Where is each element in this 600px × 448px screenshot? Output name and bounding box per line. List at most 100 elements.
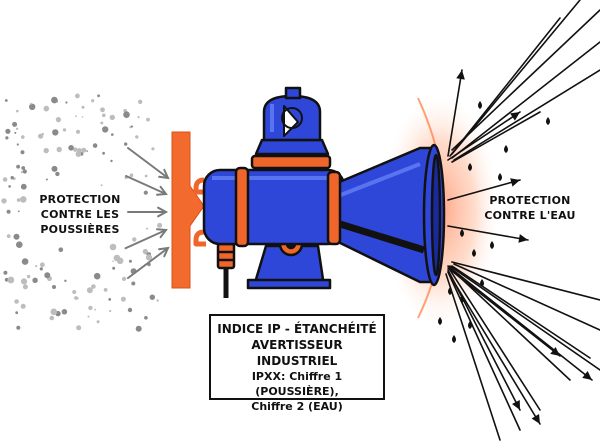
dust-particle: [86, 150, 88, 152]
dust-particle: [35, 265, 38, 268]
dust-particle: [102, 126, 109, 133]
dust-particle: [75, 93, 80, 99]
dust-particle: [68, 145, 74, 151]
horn-icon: [193, 86, 446, 298]
water-drop: [460, 295, 464, 303]
dust-particle: [16, 198, 21, 202]
water-jets: [445, 0, 600, 441]
dust-particle: [29, 103, 36, 111]
dust-arrows: [125, 147, 170, 279]
dust-particle: [20, 183, 27, 190]
dust-particle: [20, 196, 27, 203]
dust-particle: [65, 101, 68, 104]
dust-particle: [91, 284, 96, 289]
water-drop: [448, 287, 452, 295]
dust-particle: [76, 297, 79, 300]
info-line-3: IPXX: Chiffre 1 (POUSSIÈRE),: [251, 370, 343, 398]
water-arrow: [447, 111, 521, 161]
dust-particle: [21, 166, 26, 170]
dust-arrow-head: [158, 246, 170, 258]
water-drop: [472, 249, 476, 257]
dust-particle: [156, 299, 159, 302]
dust-particle: [41, 132, 44, 136]
dust-particle: [52, 285, 56, 289]
dust-particle: [30, 102, 32, 105]
dust-particle: [55, 171, 60, 177]
water-jet: [451, 41, 600, 159]
dust-particle: [44, 272, 51, 279]
dust-particle: [151, 147, 155, 151]
dust-particle: [100, 107, 105, 113]
dust-particle: [1, 198, 7, 204]
dust-particle: [120, 296, 126, 302]
dust-arrow-head: [158, 168, 170, 180]
dust-particle: [112, 260, 114, 263]
dust-particle: [8, 185, 11, 188]
water-arrows: [456, 70, 592, 424]
dust-particle: [146, 227, 149, 230]
dust-particle: [43, 105, 50, 112]
dust-particle: [4, 99, 8, 102]
dust-particle: [142, 248, 148, 255]
dust-particle: [100, 184, 103, 187]
water-arrow-head: [518, 234, 528, 243]
water-arrow-head: [531, 414, 540, 424]
dust-particle: [45, 178, 48, 181]
dust-label-line-3: POUSSIÈRES: [40, 223, 120, 236]
dust-particle: [102, 151, 105, 155]
dust-particle: [91, 99, 95, 103]
dust-particle: [128, 259, 132, 263]
dust-particle: [103, 288, 108, 292]
info-line-2: AVERTISSEUR INDUSTRIEL: [251, 338, 343, 368]
dust-particle: [143, 190, 148, 195]
dust-particle: [61, 309, 68, 315]
dust-protection-label: PROTECTION CONTRE LES POUSSIÈRES: [28, 192, 132, 237]
dust-particle: [20, 171, 24, 174]
dust-particle: [92, 143, 98, 148]
shield-icon: [171, 131, 205, 289]
dust-particle: [13, 233, 20, 240]
dust-particle: [102, 113, 106, 118]
dust-particle: [20, 150, 25, 155]
dust-particle: [110, 159, 113, 163]
dust-particle: [76, 325, 82, 331]
dust-particles-icon: [1, 93, 163, 332]
dust-particle: [135, 135, 139, 139]
water-jet: [449, 269, 541, 411]
dust-particle: [73, 147, 78, 152]
dust-particle: [15, 127, 19, 130]
dust-particle: [132, 237, 137, 242]
water-arrow: [447, 267, 561, 357]
dust-particle: [81, 116, 84, 118]
dust-particle: [2, 177, 8, 182]
dust-particle: [81, 105, 85, 109]
dust-particle: [62, 128, 67, 132]
dust-particle: [49, 315, 55, 321]
dust-particle: [88, 305, 93, 311]
dust-particle: [149, 294, 155, 300]
water-jet: [453, 69, 600, 161]
dust-particle: [6, 234, 11, 239]
water-arrow-head: [510, 178, 520, 187]
dust-particle: [21, 135, 25, 139]
dust-particle: [81, 147, 87, 153]
dust-arrow-head: [156, 228, 168, 239]
dust-particle: [40, 262, 45, 268]
dust-particle: [146, 117, 150, 122]
dust-particle: [130, 125, 134, 128]
dust-label-line-2: CONTRE LES: [40, 208, 120, 221]
dust-particle: [75, 151, 82, 157]
dust-arrow: [125, 175, 167, 195]
dust-particle: [50, 308, 58, 316]
water-label-line-1: PROTECTION: [489, 194, 571, 207]
dust-particle: [22, 169, 27, 174]
water-drop: [498, 173, 502, 181]
dust-particle: [131, 281, 136, 286]
dust-particle: [86, 287, 93, 294]
dust-particle: [135, 325, 142, 332]
dust-particle: [96, 320, 100, 324]
dust-particle: [122, 276, 127, 281]
water-arrow-head: [456, 70, 465, 80]
dust-particle: [15, 109, 19, 113]
water-jet: [451, 9, 600, 151]
